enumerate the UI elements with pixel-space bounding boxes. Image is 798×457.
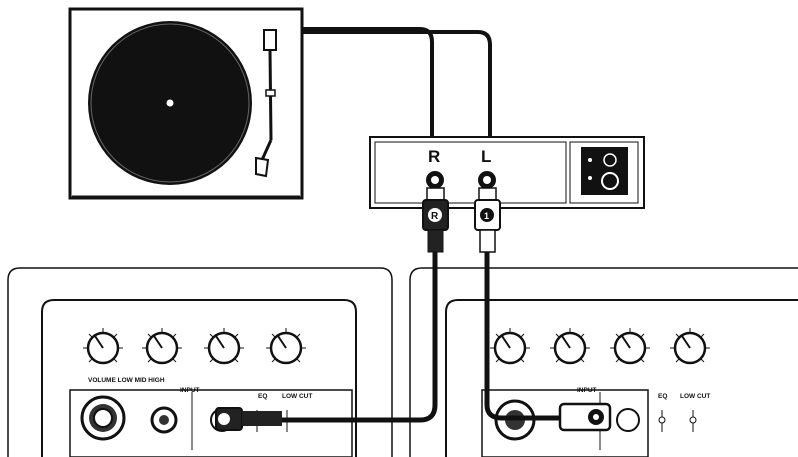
- left-knob-labels: VOLUME LOW MID HIGH: [88, 377, 165, 384]
- power-button[interactable]: [601, 172, 619, 190]
- left-channel-label: L: [481, 147, 491, 166]
- right-volume-knob[interactable]: [488, 326, 532, 365]
- phono-preamp: R L: [369, 136, 645, 209]
- right-eq-label: EQ: [658, 393, 667, 400]
- left-knob-row: [81, 326, 308, 365]
- left-speaker: [7, 267, 393, 457]
- right-input-label: INPUT: [577, 387, 597, 394]
- tonearm: [255, 29, 277, 178]
- left-low-knob[interactable]: [140, 326, 184, 365]
- left-high-knob[interactable]: [264, 326, 308, 365]
- left-input-label: INPUT: [180, 387, 200, 394]
- left-speaker-rca-plug: [215, 407, 282, 431]
- right-low-knob[interactable]: [548, 326, 592, 365]
- right-high-knob[interactable]: [668, 326, 712, 365]
- turntable-cables: [302, 27, 492, 140]
- right-rca-input-jack[interactable]: [616, 408, 640, 432]
- power-section: [581, 147, 628, 195]
- right-speaker-rca-plug: [558, 402, 612, 432]
- speaker-cables: [282, 252, 560, 423]
- left-eq-label: EQ: [258, 393, 267, 400]
- left-rca-plug: 1: [474, 187, 501, 253]
- right-channel-label: R: [428, 147, 440, 166]
- svg-text:1: 1: [484, 211, 489, 221]
- power-icon: [603, 153, 617, 167]
- turntable: [68, 7, 304, 200]
- svg-text:R: R: [431, 211, 439, 222]
- turntable-spindle: [166, 99, 174, 107]
- right-knob-row: [488, 326, 712, 365]
- left-mid-knob[interactable]: [202, 326, 246, 365]
- right-rca-plug: R: [422, 187, 449, 253]
- right-mid-knob[interactable]: [608, 326, 652, 365]
- left-low-cut-label: LOW CUT: [282, 393, 312, 400]
- left-input-panel: INPUT EQ LOW CUT: [69, 387, 353, 457]
- right-low-cut-label: LOW CUT: [680, 393, 710, 400]
- right-speaker: [409, 267, 798, 457]
- left-volume-knob[interactable]: [81, 326, 125, 365]
